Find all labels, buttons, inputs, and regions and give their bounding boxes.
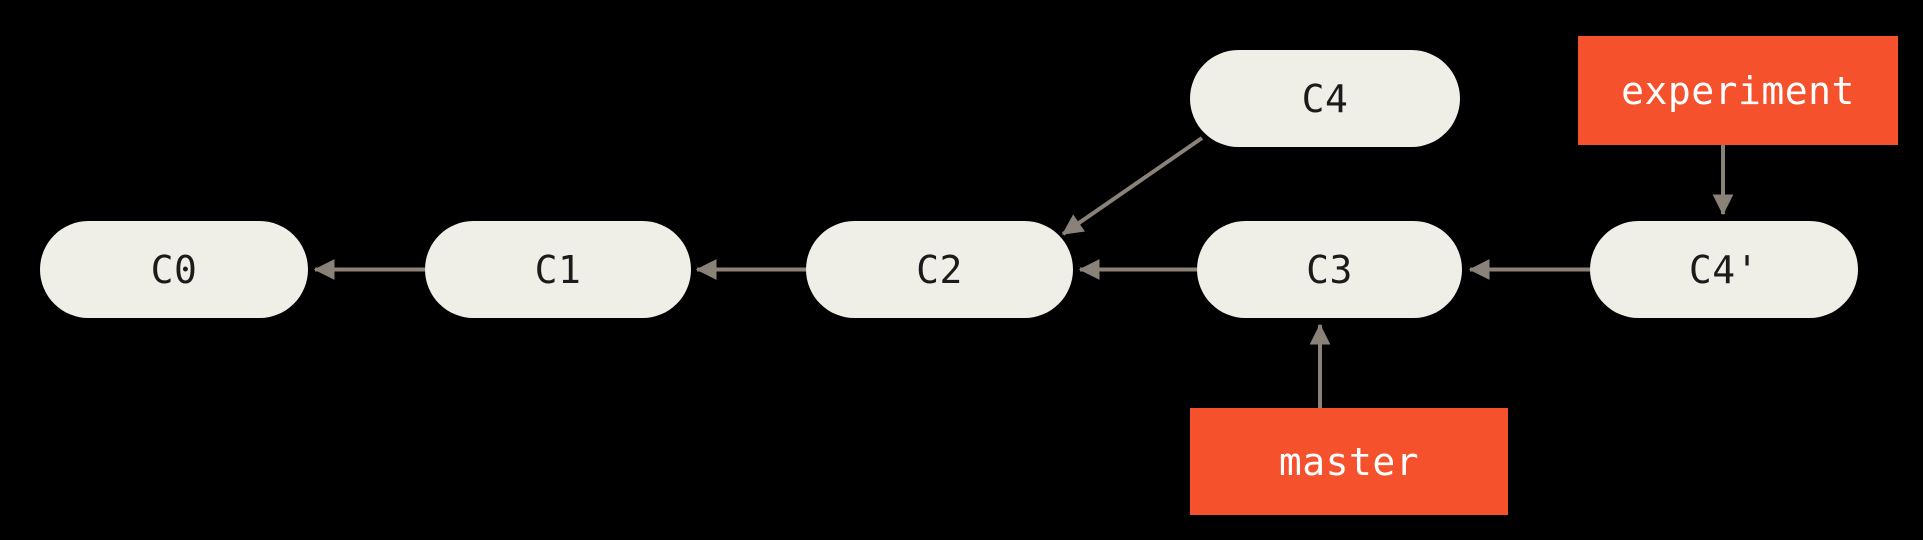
commit-node-c4[interactable]: C4 xyxy=(1190,50,1460,147)
edge-c4-to-c2 xyxy=(1061,136,1204,236)
commit-label: C3 xyxy=(1306,247,1353,292)
commit-label: C4 xyxy=(1301,76,1349,121)
commit-node-c3[interactable]: C3 xyxy=(1197,221,1462,318)
commit-node-c2[interactable]: C2 xyxy=(806,221,1073,318)
branch-label-experiment[interactable]: experiment xyxy=(1578,36,1898,145)
commit-label: C0 xyxy=(150,247,198,292)
branch-label-text: experiment xyxy=(1621,68,1855,113)
commit-label: C2 xyxy=(916,247,963,292)
commit-node-c1[interactable]: C1 xyxy=(425,221,691,318)
commit-label: C1 xyxy=(534,247,582,292)
branch-label-master[interactable]: master xyxy=(1190,408,1508,515)
branch-label-text: master xyxy=(1278,439,1420,484)
commit-node-c0[interactable]: C0 xyxy=(40,221,308,318)
commit-label: C4' xyxy=(1688,247,1760,292)
commit-node-c4-prime[interactable]: C4' xyxy=(1590,221,1858,318)
